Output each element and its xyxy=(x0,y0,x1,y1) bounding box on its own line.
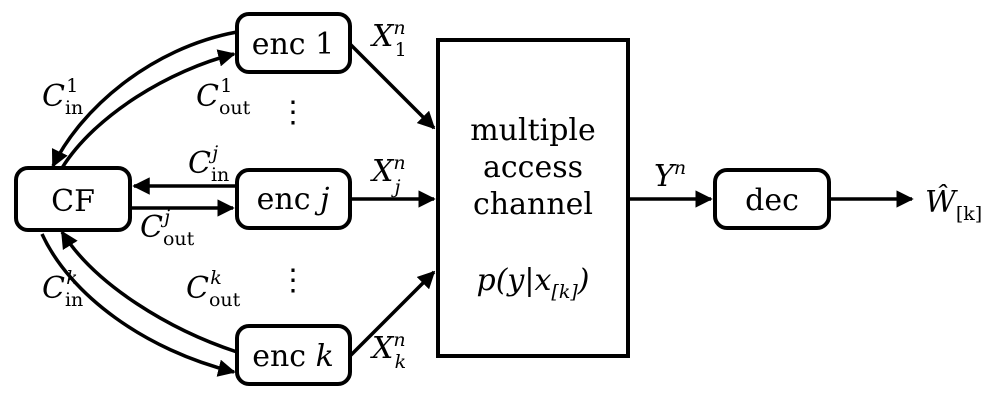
label-cinj: Cinj xyxy=(188,142,229,186)
arrow-cf-to-enck xyxy=(40,233,236,377)
label-w-hat: Ŵ[k] xyxy=(925,184,982,225)
channel-block: multiple access channel p(y|x[k]) xyxy=(436,38,630,358)
enc-k-block: enc k xyxy=(235,324,352,386)
arrow-enck-to-cf xyxy=(60,230,238,354)
enc-1-label: enc 1 xyxy=(252,27,335,62)
cf-label: CF xyxy=(51,184,95,219)
label-cout1: Cout1 xyxy=(196,75,251,119)
channel-line-1: multiple xyxy=(470,113,596,148)
enc-j-label: enc j xyxy=(257,182,330,217)
arrow-enc1-to-cf xyxy=(51,30,238,168)
dec-block: dec xyxy=(713,168,831,230)
label-y: Yn xyxy=(654,157,686,194)
arrow-enck-to-channel xyxy=(348,270,436,358)
arrow-cf-to-enc1 xyxy=(60,49,236,169)
enc-k-label: enc k xyxy=(252,339,334,374)
ellipsis-lower: ⋮ xyxy=(278,263,308,298)
channel-line-3: channel xyxy=(473,187,593,222)
label-cink: Cink xyxy=(42,267,83,311)
dec-label: dec xyxy=(745,183,799,218)
ellipsis-upper: ⋮ xyxy=(278,95,308,130)
arrow-enc1-to-channel xyxy=(348,42,436,130)
label-coutk: Coutk xyxy=(186,267,241,311)
label-coutj: Coutj xyxy=(140,206,195,250)
enc-1-block: enc 1 xyxy=(235,12,352,74)
channel-law: p(y|x[k]) xyxy=(477,263,590,303)
cf-block: CF xyxy=(14,166,132,232)
channel-line-2: access xyxy=(483,150,583,185)
label-cin1: Cin1 xyxy=(42,75,83,119)
enc-j-block: enc j xyxy=(235,168,352,230)
